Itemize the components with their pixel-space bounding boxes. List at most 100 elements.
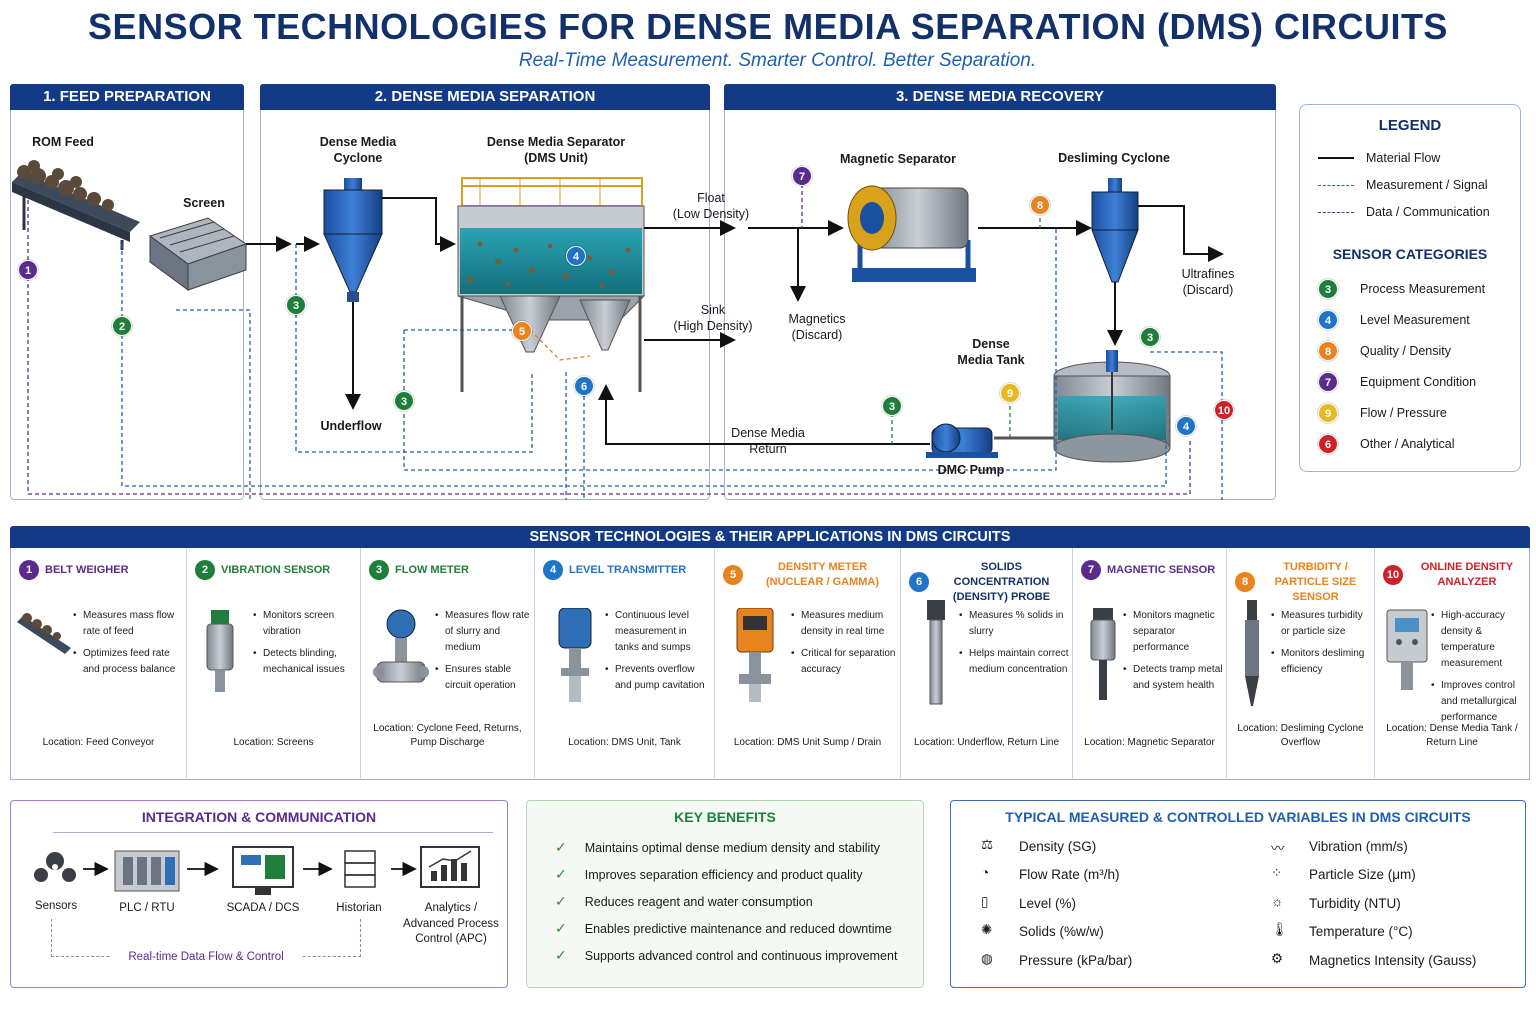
process-flow-diagram — [12, 160, 1224, 500]
float-label: Float (Low Density) — [672, 191, 750, 222]
feed-preparation-section — [10, 84, 244, 500]
dense-media-recovery-header: 3. DENSE MEDIA RECOVERY — [724, 84, 1276, 110]
magnetic-separator-drum — [847, 185, 976, 282]
sensor-badge-flow-tank[interactable]: 3 — [1140, 327, 1160, 347]
vibration-sensor-icon — [206, 610, 234, 692]
vibrating-screen — [148, 217, 248, 291]
level-icon: ▯ — [981, 894, 989, 909]
pressure-icon: ◍ — [981, 951, 993, 966]
desliming-cyclone — [1091, 178, 1139, 283]
variable-solids: ✺Solids (%w/w) — [981, 922, 1104, 939]
solids-icon: ✺ — [981, 922, 993, 937]
dense-media-cyclone — [323, 178, 383, 302]
dense-media-tank — [1053, 350, 1171, 463]
variable-flow-rate: ◔Flow Rate (m³/h) — [981, 865, 1120, 882]
sink-label: Sink (High Density) — [673, 303, 753, 334]
sensor-badge-density-meter[interactable]: 5 — [512, 321, 532, 341]
flow-item-plc: PLC / RTU — [119, 902, 175, 914]
magnetic-separator-label: Magnetic Separator — [839, 152, 956, 166]
benefit-1: ✓Maintains optimal dense medium density … — [555, 839, 881, 855]
flow-rate-icon: ◔ — [981, 865, 990, 880]
legend-material-flow: Material Flow — [1318, 151, 1440, 165]
dm-cyclone-label: Dense Media Cyclone — [319, 135, 397, 166]
sensors-icon — [34, 852, 76, 882]
dmc-pump — [926, 423, 998, 458]
dmc-pump-label: DMC Pump — [937, 463, 1005, 477]
integration-panel: INTEGRATION & COMMUNICATION Sensors PLC … — [10, 800, 508, 988]
flow-item-historian: Historian — [336, 902, 382, 914]
flow-item-analytics: Analytics / Advanced Process Control (AP… — [403, 902, 499, 946]
integration-flow-icons — [34, 846, 480, 895]
integration-title: INTEGRATION & COMMUNICATION — [141, 809, 377, 825]
underflow-label: Underflow — [320, 419, 382, 433]
legend-measurement-signal: Measurement / Signal — [1318, 178, 1488, 192]
flow-item-sensors: Sensors — [34, 900, 78, 912]
screen-label: Screen — [183, 196, 225, 210]
variable-density: ⚖Density (SG) — [981, 837, 1097, 854]
page-title: SENSOR TECHNOLOGIES FOR DENSE MEDIA SEPA… — [88, 6, 1448, 47]
scada-dcs-icon — [232, 846, 294, 895]
sensor-badge-magnetic[interactable]: 7 — [792, 166, 812, 186]
legend-panel: LEGEND Material Flow Measurement / Signa… — [1299, 104, 1521, 472]
turbidity-sensor-icon — [1245, 600, 1259, 706]
dms-unit-tank — [457, 177, 646, 392]
page-subtitle: Real-Time Measurement. Smarter Control. … — [518, 50, 1037, 71]
dense-media-tank-label: Dense Media Tank — [957, 337, 1025, 368]
benefit-5: ✓Supports advanced control and continuou… — [555, 947, 898, 963]
analytics-icon — [420, 846, 480, 888]
sensor-badge-flow-underflow[interactable]: 3 — [394, 391, 414, 411]
sensor-badge-level-tank[interactable]: 4 — [1176, 416, 1196, 436]
legend-title: LEGEND — [1378, 117, 1442, 134]
benefit-3: ✓Reduces reagent and water consumption — [555, 893, 813, 909]
level-transmitter-icon — [558, 608, 592, 702]
dense-media-return-label: Dense Media Return — [731, 426, 805, 457]
variables-title: TYPICAL MEASURED & CONTROLLED VARIABLES … — [1005, 809, 1471, 825]
sensor-badge-flow-return[interactable]: 3 — [882, 396, 902, 416]
sensor-badge-density-analyzer[interactable]: 10 — [1214, 400, 1234, 420]
variable-particle-size: ⁘Particle Size (μm) — [1271, 865, 1416, 882]
magnetics-icon: ⚙ — [1271, 951, 1284, 966]
variable-turbidity: ☼Turbidity (NTU) — [1271, 894, 1401, 911]
rom-feed-label: ROM Feed — [32, 135, 94, 149]
sensor-badge-level-dms[interactable]: 4 — [566, 246, 586, 266]
particle-size-icon: ⁘ — [1271, 865, 1283, 880]
solids-probe-icon — [927, 600, 945, 705]
variable-vibration: 〰Vibration (mm/s) — [1271, 838, 1408, 857]
variable-magnetics: ⚙Magnetics Intensity (Gauss) — [1271, 951, 1477, 968]
turbidity-icon: ☼ — [1271, 894, 1284, 909]
sensor-badge-solids-probe[interactable]: 6 — [574, 376, 594, 396]
benefits-title: KEY BENEFITS — [674, 809, 776, 825]
feed-preparation-header: 1. FEED PREPARATION — [10, 84, 244, 110]
variable-pressure: ◍Pressure (kPa/bar) — [981, 951, 1133, 968]
benefit-2: ✓Improves separation efficiency and prod… — [555, 866, 863, 882]
belt-weigher-icon — [17, 613, 71, 654]
plc-rtu-icon — [114, 850, 180, 892]
dms-unit-label: Dense Media Separator (DMS Unit) — [486, 135, 626, 166]
sensor-badge-vibration[interactable]: 2 — [112, 316, 132, 336]
historian-icon — [344, 850, 376, 888]
variable-level: ▯Level (%) — [981, 894, 1077, 911]
temperature-icon: 🌡 — [1271, 922, 1289, 937]
sensor-badge-flow-feed[interactable]: 3 — [286, 295, 306, 315]
sensor-badge-pressure[interactable]: 9 — [1000, 383, 1020, 403]
dense-media-separation-header: 2. DENSE MEDIA SEPARATION — [260, 84, 710, 110]
rom-feed-conveyor — [12, 160, 140, 250]
flow-meter-icon — [373, 609, 429, 683]
legend-data-communication: Data / Communication — [1318, 205, 1490, 219]
sensor-badge-belt-weigher[interactable]: 1 — [18, 260, 38, 280]
desliming-cyclone-label: Desliming Cyclone — [1058, 151, 1170, 165]
sensor-badge-turbidity[interactable]: 8 — [1030, 195, 1050, 215]
ultrafines-label: Ultrafines (Discard) — [1181, 267, 1235, 298]
sensor-categories-title: SENSOR CATEGORIES — [1332, 246, 1488, 262]
